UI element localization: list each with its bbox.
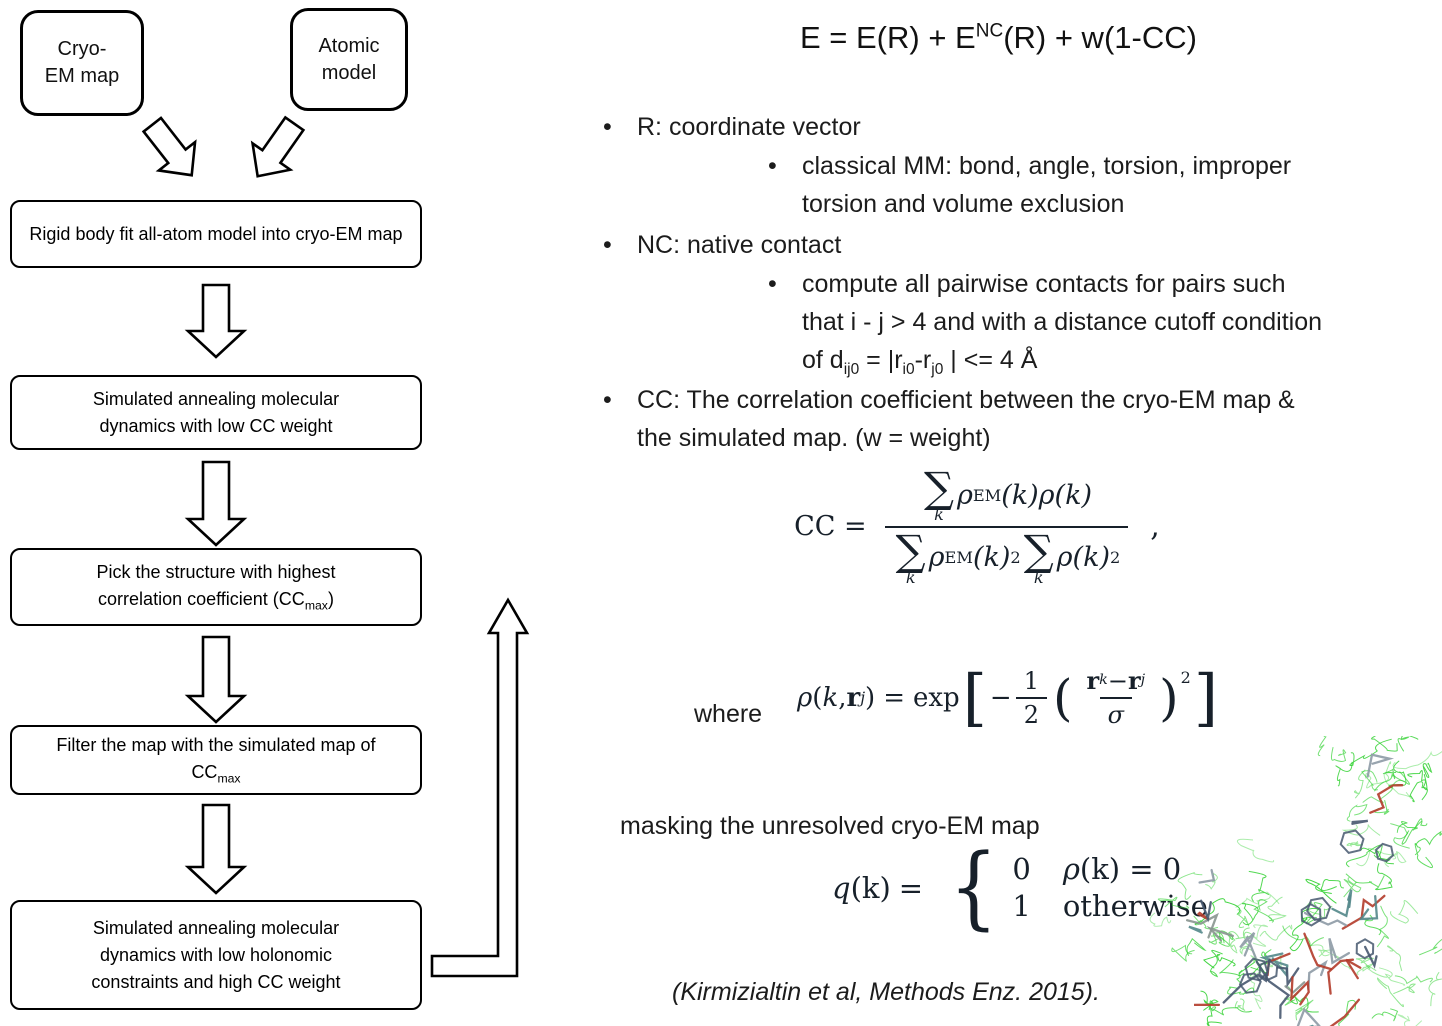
bullet-nc-native-contact: • NC: native contact: [603, 226, 841, 264]
bullet-r-text: R: coordinate vector: [637, 113, 861, 141]
masking-label: masking the unresolved cryo-EM map: [620, 812, 1040, 840]
flow-node-cryo-em-map: Cryo- EM map: [20, 10, 144, 116]
rho-em: ρ: [928, 542, 945, 574]
cutoff-sub-ij0: ij0: [843, 361, 860, 378]
bullet-marker: •: [603, 386, 612, 414]
arrow-step2-to-step3: [184, 460, 248, 547]
bullet-classical-mm-text: classical MM: bond, angle, torsion, impr…: [802, 147, 1291, 223]
flow-step-pick-ccmax-sub: max: [304, 598, 328, 613]
cc-equation-comma: ,: [1150, 509, 1160, 545]
energy-equation-p2: (R) + w(1-CC): [1003, 20, 1197, 55]
flow-step-sa-md-high-cc-label: Simulated annealing molecular dynamics w…: [91, 917, 341, 992]
flow-step-pick-ccmax-label: Pick the structure with highest correlat…: [56, 559, 376, 615]
flow-step-filter-map-label: Filter the map with the simulated map of…: [44, 732, 389, 788]
flow-step-pick-ccmax-post: ): [327, 589, 334, 610]
cryo-em-density-molecule-image: [1149, 736, 1442, 1026]
r-vector: r: [1127, 666, 1141, 695]
arrow-atomic-to-fit: [250, 115, 306, 178]
flow-node-atomic-model: Atomic model: [290, 8, 408, 111]
cutoff-mid1: = |r: [859, 346, 903, 374]
flow-step-filter-map-sub: max: [217, 771, 241, 786]
bullet-cc-text: CC: The correlation coefficient between …: [637, 381, 1295, 457]
flow-step-sa-md-low-cc-label: Simulated annealing molecular dynamics w…: [92, 388, 340, 436]
bullet-classical-mm: • classical MM: bond, angle, torsion, im…: [768, 147, 1291, 223]
flow-step-rigid-body-fit: Rigid body fit all-atom model into cryo-…: [10, 200, 422, 268]
bullet-cc-line1: CC: The correlation coefficient between …: [637, 386, 1295, 414]
citation: (Kirmizialtin et al, Methods Enz. 2015).: [672, 978, 1100, 1006]
energy-equation: E = E(R) + ENC(R) + w(1-CC): [800, 20, 1197, 56]
flow-step-rigid-body-fit-label: Rigid body fit all-atom model into cryo-…: [29, 223, 403, 244]
bullet-nc-text: NC: native contact: [637, 231, 842, 259]
bullet-marker: •: [603, 231, 612, 259]
bullet-marker: •: [768, 270, 777, 298]
cutoff-sub-j0: j0: [931, 361, 944, 378]
rho-sim: ρ: [1038, 479, 1055, 511]
sum-symbol: ∑k: [1023, 525, 1054, 587]
arrow-cryo-to-fit: [141, 116, 197, 177]
bullet-r-coordinate-vector: • R: coordinate vector: [603, 108, 861, 146]
bullet-marker: •: [768, 152, 777, 180]
bullet-cc-correlation: • CC: The correlation coefficient betwee…: [603, 381, 1295, 457]
q-symbol: q: [832, 870, 851, 905]
where-label: where: [694, 700, 763, 728]
r-vector: r: [1086, 666, 1100, 695]
rho-em: ρ: [956, 479, 973, 511]
bullet-classical-mm-line1: classical MM: bond, angle, torsion, impr…: [802, 152, 1292, 180]
cc-equation-lhs: CC =: [794, 511, 867, 543]
cutoff-pre: of d: [802, 346, 844, 374]
flow-node-atomic-line1: Atomic: [318, 34, 380, 57]
bullet-pairwise-line2: that i - j > 4 and with a distance cutof…: [802, 308, 1322, 336]
cutoff-sub-i0: i0: [902, 361, 915, 378]
bullet-pairwise-contacts: • compute all pairwise contacts for pair…: [768, 265, 1322, 389]
sum-symbol: ∑k: [895, 525, 926, 587]
energy-equation-p1: E = E(R) + E: [800, 20, 976, 55]
flow-step-filter-map: Filter the map with the simulated map of…: [10, 725, 422, 795]
flow-step-pick-ccmax: Pick the structure with highest correlat…: [10, 548, 422, 626]
r-vector: r: [846, 683, 861, 714]
energy-equation-sup-nc: NC: [975, 20, 1004, 42]
exp-operator: exp: [912, 683, 960, 714]
arrow-step1-to-step2: [184, 283, 248, 359]
rho-symbol: ρ: [797, 683, 813, 714]
sigma-symbol: σ: [1107, 701, 1124, 730]
flow-step-sa-md-low-cc: Simulated annealing molecular dynamics w…: [10, 375, 422, 450]
cutoff-mid2: -r: [914, 346, 932, 374]
bullet-classical-mm-line2: torsion and volume exclusion: [802, 190, 1125, 218]
sum-symbol: ∑k: [923, 463, 954, 524]
bullet-marker: •: [603, 113, 612, 141]
flowchart-arrows: [141, 115, 530, 978]
arrow-loop-step5-to-step3: [430, 597, 530, 978]
bullet-pairwise-line3: of dij0 = |ri0-rj0 | <= 4 Å: [802, 341, 1322, 389]
flow-step-filter-map-pre: Filter the map with the simulated map of…: [56, 735, 376, 783]
bullet-cc-line2: the simulated map. (w = weight): [637, 424, 991, 452]
bullet-pairwise-text: compute all pairwise contacts for pairs …: [802, 265, 1322, 389]
rho-symbol: ρ: [1062, 852, 1080, 886]
flow-node-cryo-line1: Cryo-: [57, 38, 107, 60]
bullet-pairwise-line1: compute all pairwise contacts for pairs …: [802, 270, 1286, 298]
cutoff-post: | <= 4 Å: [943, 346, 1038, 374]
rho-sim: ρ: [1056, 542, 1073, 574]
arrow-step4-to-step5: [184, 803, 248, 895]
flow-node-atomic-line2: model: [321, 61, 377, 84]
flow-node-cryo-line2: EM map: [44, 65, 120, 87]
flow-step-pick-ccmax-pre: Pick the structure with highest correlat…: [96, 562, 336, 610]
arrow-step3-to-step4: [184, 635, 248, 724]
flow-step-sa-md-high-cc: Simulated annealing molecular dynamics w…: [10, 900, 422, 1010]
